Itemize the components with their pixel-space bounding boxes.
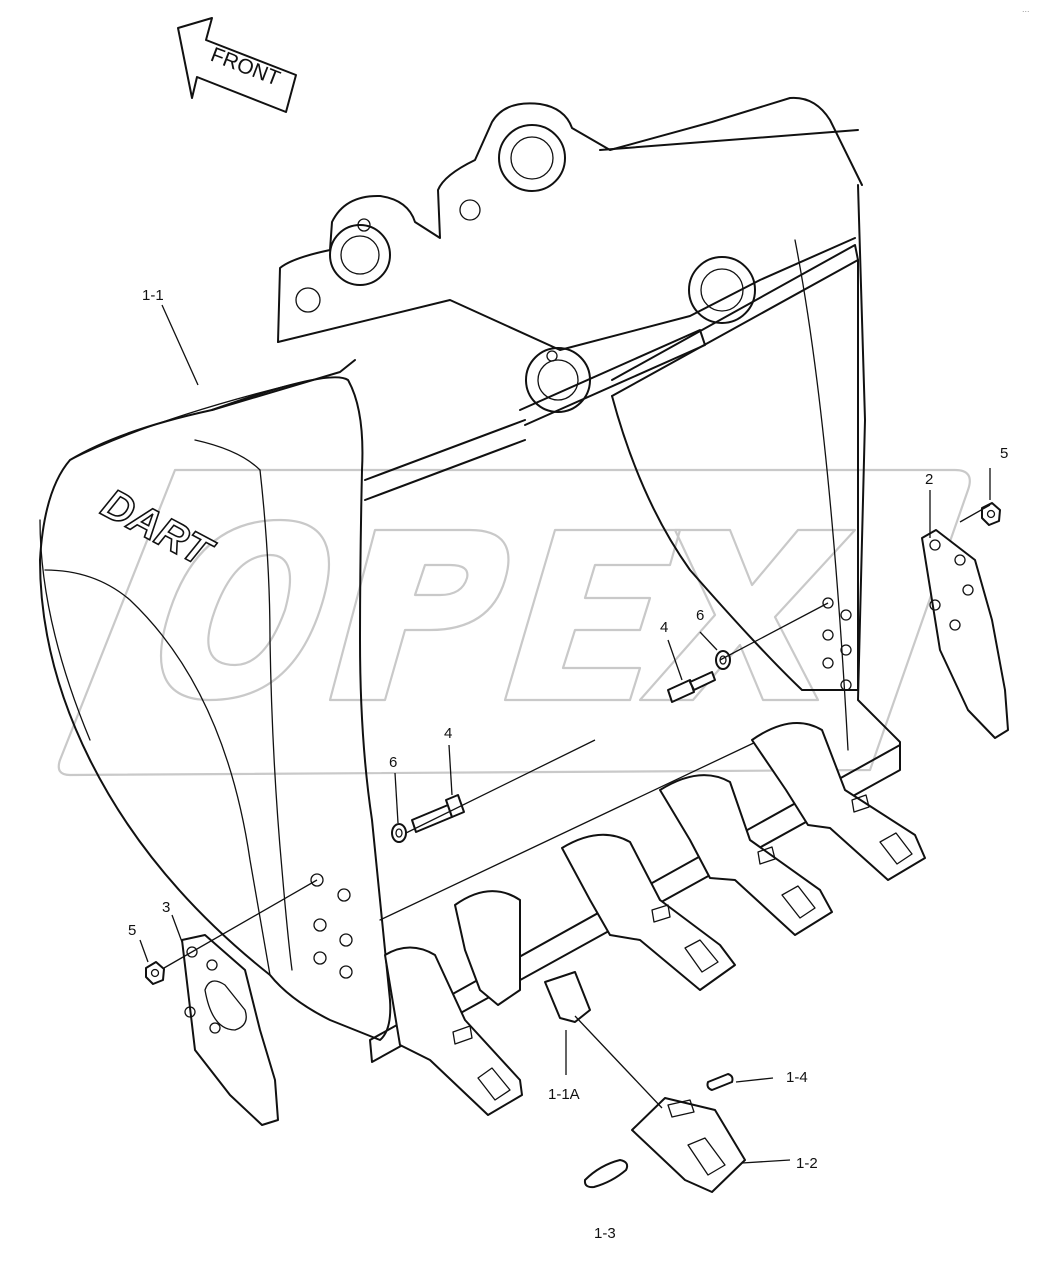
dart-brand-logo: DART bbox=[95, 479, 222, 576]
washer-6-right bbox=[715, 650, 731, 670]
callout-4-left: 4 bbox=[444, 725, 452, 742]
callout-labels: 1-1 1-1A 1-2 1-3 1-4 2 3 4 4 5 5 6 6 bbox=[128, 287, 1008, 1242]
callout-6-left: 6 bbox=[389, 754, 397, 771]
tooth-5 bbox=[751, 722, 926, 881]
callout-2: 2 bbox=[925, 471, 933, 488]
retainer-1-4 bbox=[706, 1073, 734, 1091]
callout-1-2: 1-2 bbox=[796, 1155, 818, 1172]
callout-1-4: 1-4 bbox=[786, 1069, 808, 1086]
washer-6-left bbox=[391, 823, 407, 843]
side-cutter-right bbox=[921, 529, 1009, 739]
bolt-4-right bbox=[667, 671, 716, 703]
tooth-4 bbox=[659, 774, 833, 936]
nut-5-right bbox=[981, 502, 1001, 526]
nut-5-left bbox=[145, 961, 165, 985]
leader-lines bbox=[139, 304, 991, 1164]
adapter-1-1a bbox=[544, 971, 591, 1023]
callout-5-right: 5 bbox=[1000, 445, 1008, 462]
front-direction-arrow: FRONT bbox=[177, 17, 297, 113]
callout-1-1a: 1-1A bbox=[548, 1086, 580, 1103]
tooth-1 bbox=[384, 946, 523, 1116]
callout-4-right: 4 bbox=[660, 619, 668, 636]
callout-1-1: 1-1 bbox=[142, 287, 164, 304]
callout-3: 3 bbox=[162, 899, 170, 916]
corner-mark: ... bbox=[1022, 4, 1030, 14]
tooth-2 bbox=[454, 890, 521, 1006]
tooth-3 bbox=[561, 833, 736, 991]
side-cutter-left bbox=[181, 934, 279, 1126]
opex-watermark bbox=[57, 468, 971, 777]
pin-1-3 bbox=[583, 1159, 629, 1189]
front-label: FRONT bbox=[207, 43, 283, 90]
callout-6-right: 6 bbox=[696, 607, 704, 624]
callout-5-left: 5 bbox=[128, 922, 136, 939]
bucket-teeth bbox=[384, 722, 926, 1193]
callout-1-3: 1-3 bbox=[594, 1225, 616, 1242]
